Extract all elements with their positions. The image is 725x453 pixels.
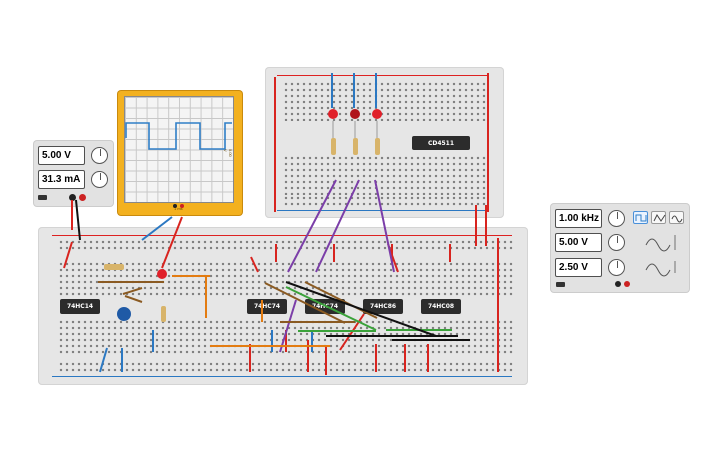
- main-rail-blue-bottom: [52, 376, 512, 377]
- wire-green: [285, 286, 377, 331]
- offset-knob[interactable]: [608, 259, 625, 276]
- hole-grid: [283, 155, 489, 195]
- resistor: [331, 121, 380, 155]
- output-switch[interactable]: [556, 282, 565, 287]
- frequency-knob[interactable]: [608, 210, 625, 227]
- chip-74hc86[interactable]: 74HC86: [363, 299, 403, 314]
- positive-terminal[interactable]: [79, 194, 86, 201]
- oscilloscope-screen: [124, 96, 234, 203]
- negative-terminal[interactable]: [69, 194, 76, 201]
- voltage-display: 5.00 V: [38, 146, 85, 165]
- sine-wave-button[interactable]: [669, 211, 684, 224]
- wire-red: [63, 241, 73, 269]
- chip-74hc08[interactable]: 74HC08: [421, 299, 461, 314]
- oscilloscope-trace: [125, 122, 232, 150]
- resistor: [104, 264, 124, 270]
- probe-terminal[interactable]: [173, 204, 177, 208]
- capacitor: [117, 307, 131, 321]
- wire-red: [250, 256, 259, 273]
- probe-terminal[interactable]: [180, 204, 184, 208]
- wire-blue: [99, 347, 108, 373]
- wire-brown: [124, 295, 143, 303]
- gen-terminal-red[interactable]: [624, 281, 630, 287]
- chip-cd4511[interactable]: CD4511: [412, 136, 470, 150]
- chip-74hc74-a[interactable]: 74HC74: [247, 299, 287, 314]
- top-rail-red: [277, 75, 489, 76]
- wire-purple: [315, 179, 360, 273]
- wire-blue: [141, 216, 173, 241]
- frequency-display: 1.00 kHz: [555, 209, 602, 228]
- amplitude-waveform-icon: [645, 235, 676, 277]
- wire-black: [285, 281, 437, 337]
- led-red: [157, 269, 167, 279]
- scope-time-label: 1 ms: [174, 206, 183, 211]
- triangle-wave-button[interactable]: [651, 211, 666, 224]
- sine-icon: [671, 215, 683, 223]
- wire-brown: [264, 282, 346, 324]
- power-switch[interactable]: [38, 195, 47, 200]
- function-generator[interactable]: 1.00 kHz 5.00 V 2.50 V: [551, 204, 689, 292]
- wire-purple: [374, 179, 395, 273]
- chip-74hc14[interactable]: 74HC14: [60, 299, 100, 314]
- current-knob[interactable]: [91, 171, 108, 188]
- voltage-knob[interactable]: [91, 147, 108, 164]
- top-rail-blue: [277, 210, 489, 211]
- wire-black: [75, 199, 81, 241]
- main-rail-red-top: [52, 235, 512, 236]
- led-red: [328, 109, 382, 119]
- hole-grid: [283, 81, 489, 121]
- hole-grid: [58, 361, 514, 373]
- square-icon: [635, 214, 647, 222]
- square-wave-button[interactable]: [633, 211, 648, 224]
- offset-display: 2.50 V: [555, 258, 602, 277]
- oscilloscope[interactable]: 5.00 V 1 ms: [118, 91, 242, 215]
- hole-grid: [283, 195, 489, 207]
- triangle-icon: [653, 214, 666, 222]
- resistor: [161, 306, 166, 322]
- wire-red: [161, 216, 183, 269]
- gen-terminal-black[interactable]: [615, 281, 621, 287]
- power-supply[interactable]: 5.00 V 31.3 mA: [34, 141, 113, 206]
- wire-brown: [304, 281, 378, 319]
- wire-brown: [122, 287, 143, 295]
- amplitude-display: 5.00 V: [555, 233, 602, 252]
- amplitude-knob[interactable]: [608, 234, 625, 251]
- current-display: 31.3 mA: [38, 170, 85, 189]
- wire-purple: [287, 179, 337, 273]
- wire-purple: [279, 299, 297, 353]
